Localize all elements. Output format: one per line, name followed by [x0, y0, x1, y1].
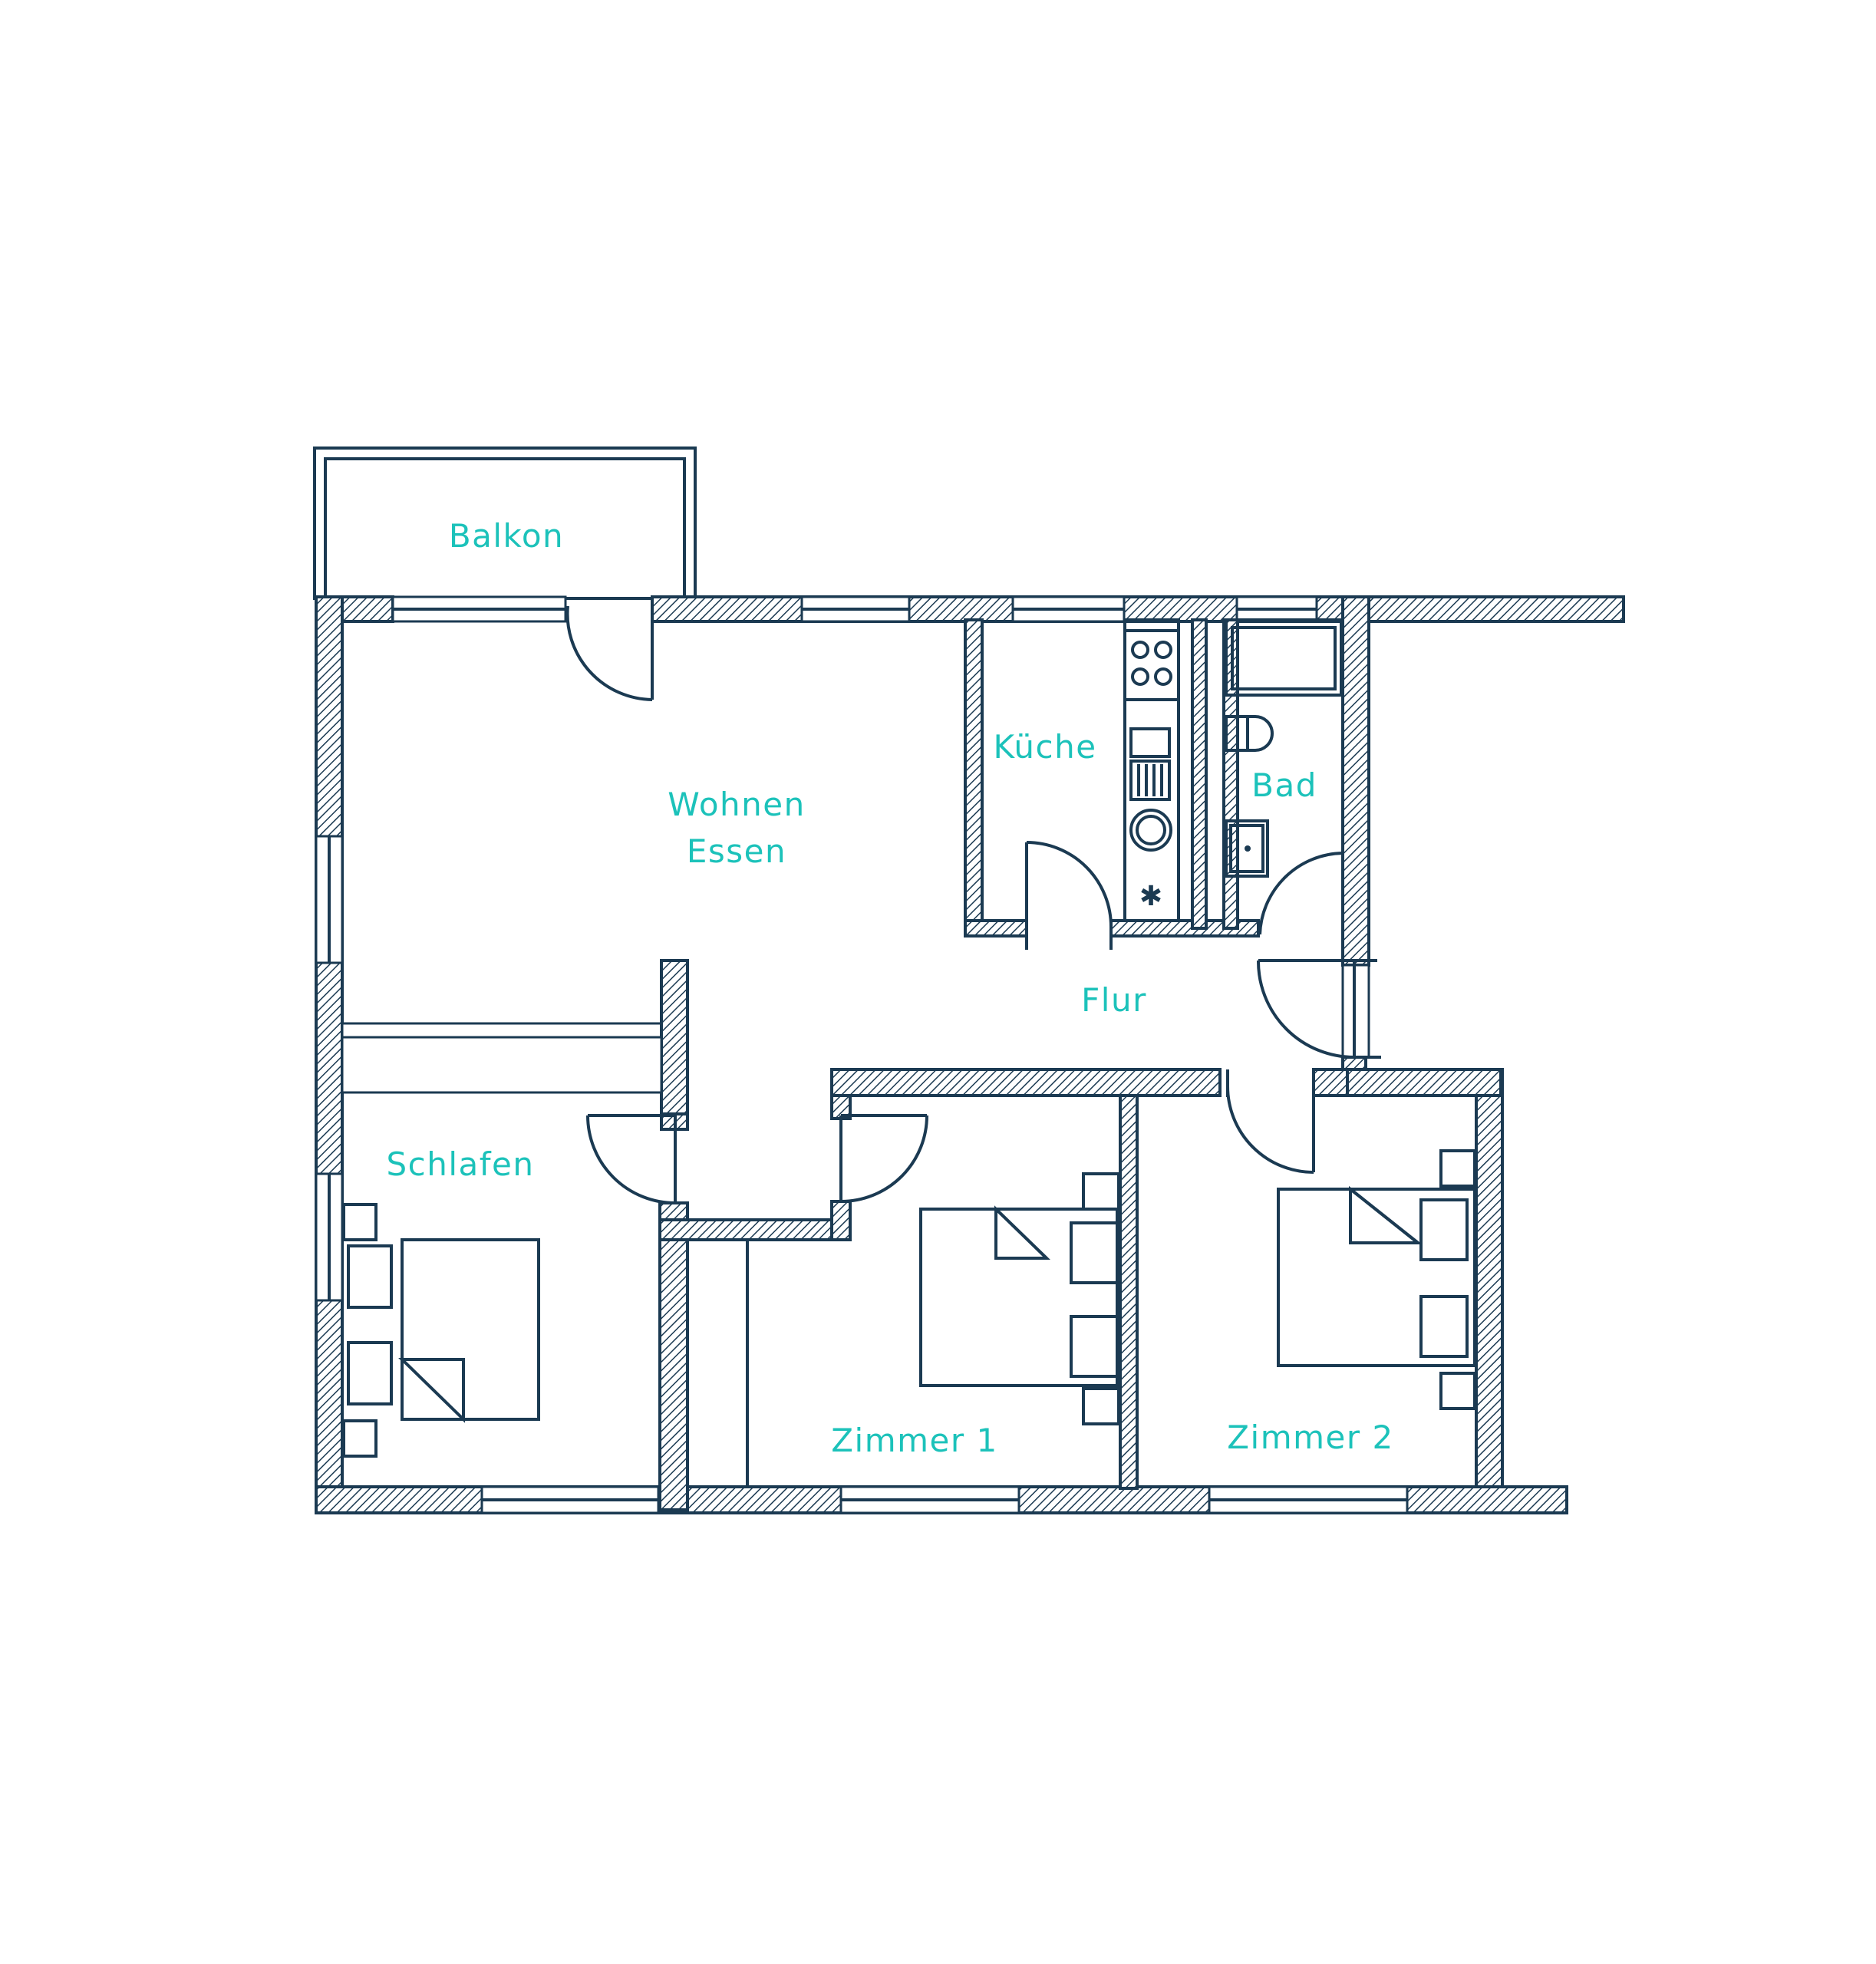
room-labels: Balkon Wohnen Essen Küche Bad Flur Schla… — [386, 517, 1393, 1459]
room-label-balkon: Balkon — [449, 517, 564, 555]
room-label-essen: Essen — [687, 832, 786, 870]
exterior-walls — [315, 595, 1625, 1514]
room-label-kueche: Küche — [993, 728, 1096, 766]
room-label-zimmer1: Zimmer 1 — [831, 1422, 997, 1459]
zimmer2-furniture — [1277, 1149, 1476, 1410]
kitchen-fixtures: ✱ — [1123, 618, 1180, 922]
interior-walls — [341, 618, 1349, 1511]
room-label-zimmer2: Zimmer 2 — [1227, 1419, 1393, 1456]
doors — [565, 598, 1381, 1204]
room-label-flur: Flur — [1081, 981, 1147, 1019]
schlafen-furniture — [342, 1203, 540, 1458]
bathroom-fixtures — [1225, 618, 1343, 878]
room-label-schlafen: Schlafen — [386, 1145, 534, 1183]
room-label-bad: Bad — [1251, 766, 1317, 804]
zimmer1-furniture — [919, 1172, 1120, 1425]
svg-text:✱: ✱ — [1139, 881, 1162, 912]
room-label-wohnen: Wohnen — [668, 786, 805, 823]
